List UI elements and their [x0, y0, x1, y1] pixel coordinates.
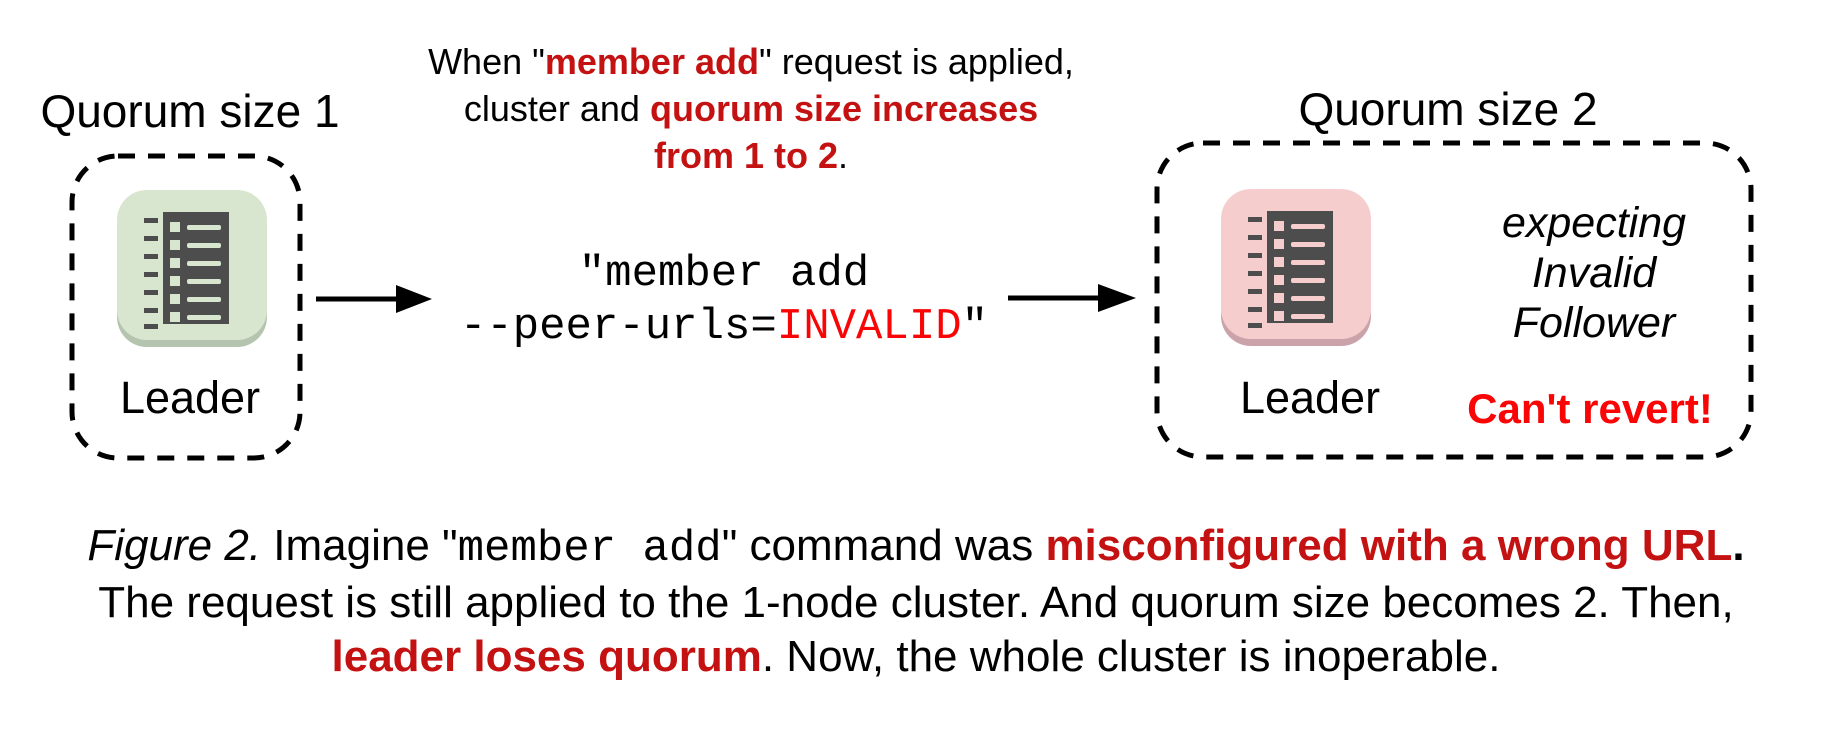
figure-caption: Figure 2. Imagine "member add" command w… — [0, 519, 1832, 684]
left-cluster-title: Quorum size 1 — [40, 85, 340, 137]
text-line: "member add — [578, 249, 870, 299]
member-log-icon — [144, 212, 229, 329]
leader-node-icon — [1221, 189, 1371, 339]
expecting-invalid-follower-note: expecting Invalid Follower — [1440, 198, 1748, 348]
left-leader-label: Leader — [119, 372, 261, 423]
left-cluster-boundary — [69, 153, 303, 461]
right-cluster-boundary — [1154, 140, 1754, 460]
command-to-right-arrow — [1008, 284, 1136, 312]
member-add-note: When "member add" request is applied, clu… — [400, 38, 1102, 179]
text-line: The request is still applied to the 1-no… — [98, 578, 1734, 627]
text-line: --peer-urls=INVALID" — [459, 302, 989, 352]
right-cluster-title: Quorum size 2 — [1298, 83, 1598, 135]
text-line: Figure 2. Imagine "member add" command w… — [87, 521, 1745, 574]
left-to-command-arrow — [316, 285, 432, 313]
member-log-icon — [1248, 211, 1333, 328]
text-line: from 1 to 2. — [653, 135, 849, 176]
member-add-command: "member add--peer-urls=INVALID" — [404, 248, 1044, 354]
expectation-line: expecting — [1501, 199, 1687, 247]
cant-revert-warning: Can't revert! — [1467, 385, 1713, 432]
leader-node-icon — [117, 190, 267, 340]
text-line: cluster and quorum size increases — [463, 88, 1039, 129]
expectation-line: Follower — [1512, 299, 1676, 347]
text-line: leader loses quorum. Now, the whole clus… — [331, 632, 1501, 681]
right-leader-label: Leader — [1239, 372, 1381, 423]
expectation-line: Invalid — [1531, 249, 1657, 297]
text-line: When "member add" request is applied, — [428, 41, 1074, 82]
